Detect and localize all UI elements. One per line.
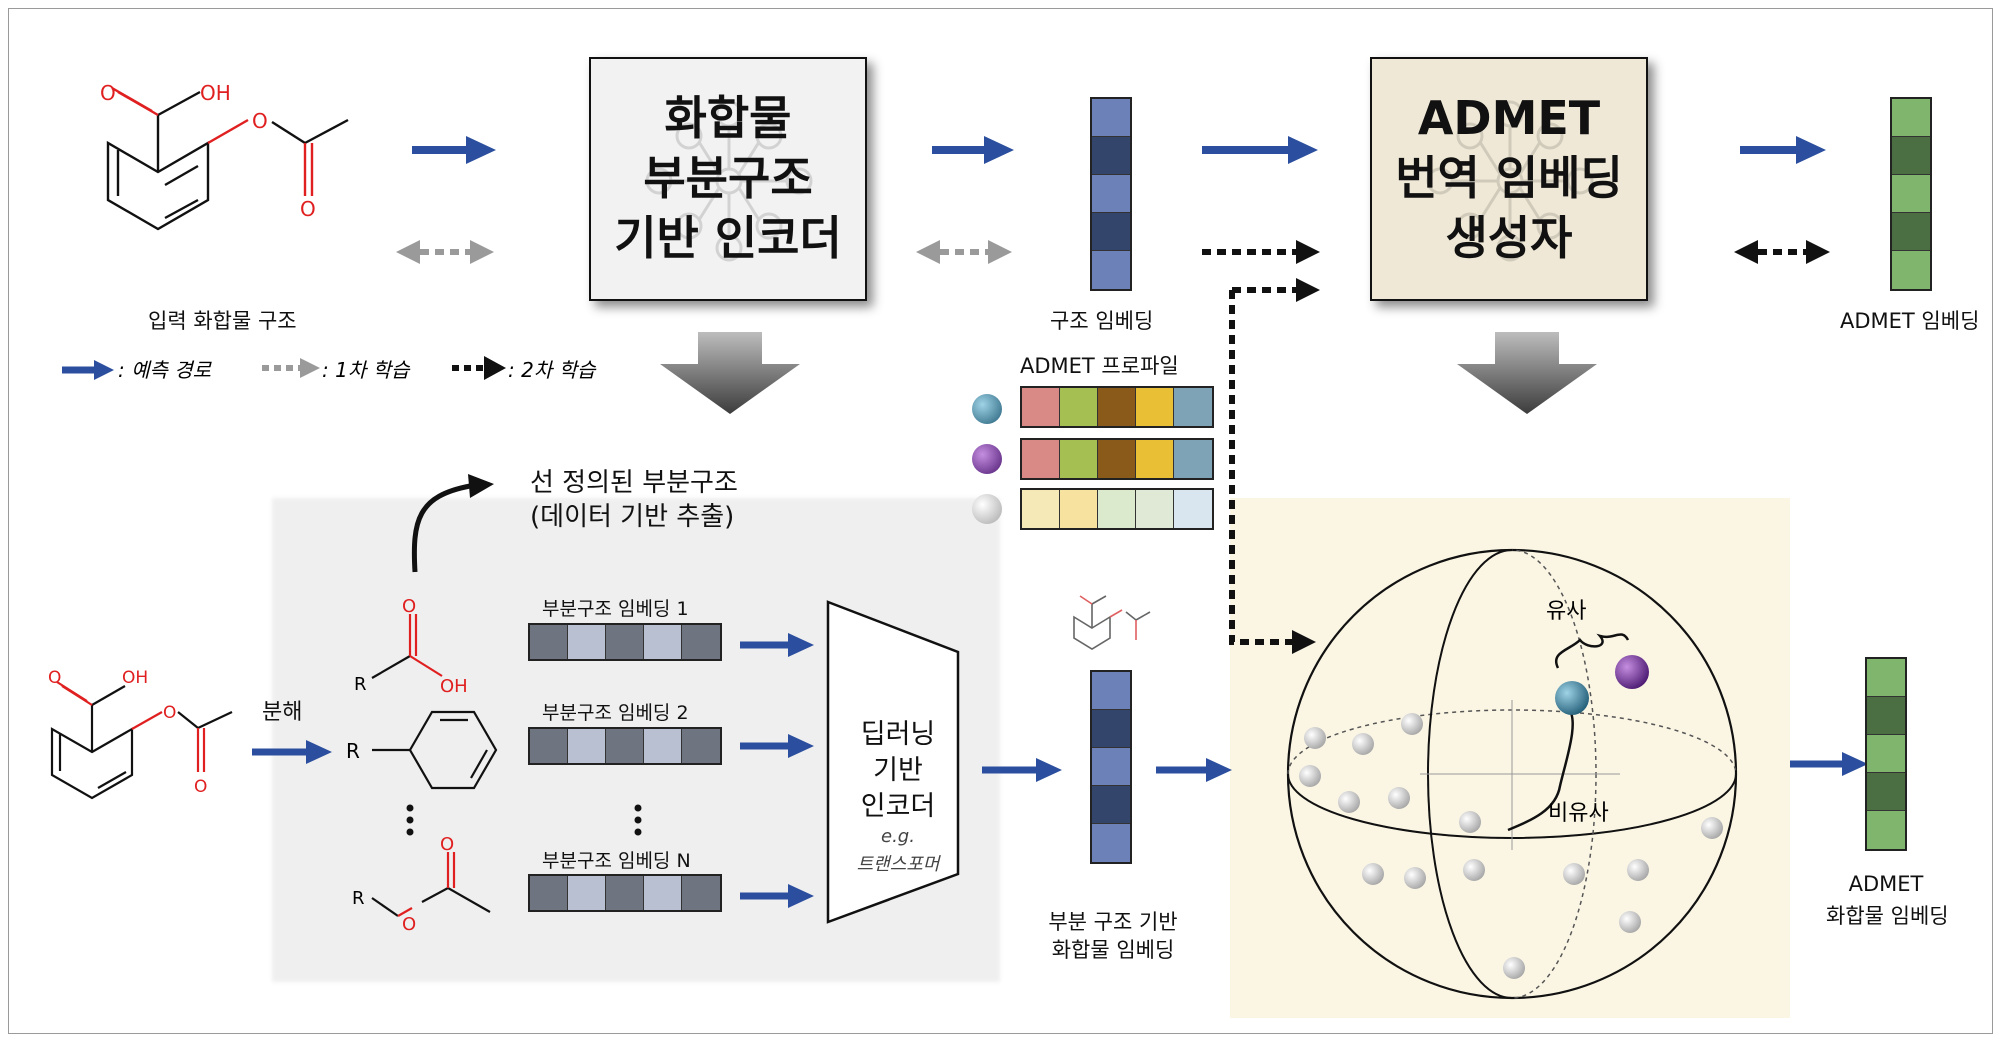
other-compound-balls bbox=[1299, 713, 1723, 979]
admet-embedding-vector bbox=[1890, 97, 1932, 291]
small-molecule bbox=[1073, 595, 1151, 650]
predefined-substructure-line2: (데이터 기반 추출) bbox=[530, 502, 735, 532]
dl-encoder-eg: e.g. bbox=[881, 826, 915, 847]
fragment1-hydroxyl: OH bbox=[440, 676, 468, 697]
substructure-embedding-bar-1 bbox=[528, 623, 722, 661]
fragment3-carbonyl-oxygen: O bbox=[440, 834, 454, 855]
predefined-arrow-head bbox=[468, 474, 494, 498]
decompose-oxygen-label: O bbox=[48, 668, 61, 688]
teal-compound-ball bbox=[972, 394, 1002, 424]
structure-embedding-label: 구조 임베딩 bbox=[1050, 309, 1154, 333]
input-compound-label: 입력 화합물 구조 bbox=[148, 309, 297, 333]
partial-embedding-line1: 부분 구조 기반 bbox=[1048, 910, 1178, 934]
decompose-ester-oxygen-label: O bbox=[163, 703, 176, 723]
substructure-embedding-bar-2 bbox=[528, 727, 722, 765]
legend-predict: : 예측 경로 bbox=[118, 358, 213, 382]
fragment3-r: R bbox=[352, 888, 365, 909]
admet-generator-box: ADMET 번역 임베딩 생성자 bbox=[1370, 57, 1648, 301]
legend-second: : 2차 학습 bbox=[508, 358, 597, 382]
decompose-molecule bbox=[50, 681, 233, 800]
admet-embedding-label: ADMET 임베딩 bbox=[1840, 309, 1980, 333]
fragment1-r: R bbox=[354, 674, 367, 695]
big-down-arrows bbox=[660, 332, 1597, 414]
deep-learning-encoder bbox=[826, 600, 960, 924]
dissimilar-brace bbox=[1507, 707, 1574, 832]
admet-compound-embedding-line2: 화합물 임베딩 bbox=[1826, 904, 1949, 928]
substructure-embedding-1-label: 부분구조 임베딩 1 bbox=[542, 598, 689, 620]
hydroxyl-label: OH bbox=[200, 81, 231, 105]
partial-compound-embedding-vector bbox=[1090, 670, 1132, 864]
decompose-carbonyl-oxygen-label: O bbox=[194, 777, 207, 797]
encoder-box-line2: 부분구조 bbox=[643, 151, 813, 206]
substructure-encoder-box: 화합물 부분구조 기반 인코더 bbox=[589, 57, 867, 301]
predefined-substructure-line1: 선 정의된 부분구조 bbox=[530, 468, 738, 498]
dl-encoder-transformer: 트랜스포머 bbox=[856, 854, 940, 875]
purple-compound-ball bbox=[972, 444, 1002, 474]
input-molecule bbox=[106, 86, 349, 231]
admet-box-line2: 번역 임베딩 bbox=[1395, 151, 1623, 206]
legend-first: : 1차 학습 bbox=[322, 358, 411, 382]
ester-oxygen-label: O bbox=[252, 109, 268, 133]
encoder-box-line1: 화합물 bbox=[664, 91, 792, 146]
admet-compound-embedding-vector bbox=[1865, 657, 1907, 851]
second-training-arrows bbox=[1202, 240, 1830, 654]
dl-encoder-line1: 딥러닝 bbox=[860, 719, 936, 750]
fragment2-r: R bbox=[346, 739, 360, 763]
admet-profile-row-2 bbox=[1020, 438, 1214, 480]
embedding-sphere bbox=[1286, 548, 1738, 1000]
admet-box-line1: ADMET bbox=[1417, 91, 1601, 146]
query-compound-ball bbox=[1555, 681, 1589, 715]
carbonyl-oxygen-label: O bbox=[300, 197, 316, 221]
decompose-arrow bbox=[252, 740, 332, 764]
fragment-phenyl bbox=[372, 710, 498, 790]
substructure-embedding-bar-n bbox=[528, 874, 722, 912]
encoder-box-line3: 기반 인코더 bbox=[614, 210, 842, 265]
similar-compound-ball bbox=[1615, 655, 1649, 689]
dissimilar-label: 비유사 bbox=[1548, 801, 1609, 826]
decompose-label: 분해 bbox=[262, 700, 303, 725]
partial-embedding-line2: 화합물 임베딩 bbox=[1051, 938, 1175, 962]
admet-profile-label: ADMET 프로파일 bbox=[1020, 354, 1179, 378]
similar-label: 유사 bbox=[1546, 599, 1586, 624]
embedding-space-panel bbox=[1230, 498, 1790, 1018]
admet-box-line3: 생성자 bbox=[1445, 210, 1573, 265]
predefined-curved-arrow bbox=[411, 483, 471, 573]
substructure-embedding-2-label: 부분구조 임베딩 2 bbox=[542, 702, 689, 724]
substructure-embedding-n-label: 부분구조 임베딩 N bbox=[542, 850, 691, 872]
substructure-arrows bbox=[740, 633, 1868, 908]
admet-profile-row-1 bbox=[1020, 386, 1214, 428]
dl-encoder-line2: 기반 bbox=[873, 755, 923, 786]
dl-encoder-line3: 인코더 bbox=[860, 791, 936, 822]
fragment3-ester-oxygen: O bbox=[402, 914, 416, 935]
structure-embedding-vector bbox=[1090, 97, 1132, 291]
fragment-carboxyl bbox=[371, 614, 443, 679]
fragment-ester bbox=[371, 852, 491, 917]
decompose-hydroxyl-label: OH bbox=[122, 668, 148, 688]
oxygen-label: O bbox=[100, 81, 116, 105]
fragment1-oxygen: O bbox=[402, 596, 416, 617]
legend: : 예측 경로 : 1차 학습 : 2차 학습 bbox=[62, 356, 597, 382]
first-training-arrows bbox=[396, 240, 1012, 264]
similar-brace bbox=[1554, 633, 1630, 669]
gray-compound-ball bbox=[972, 494, 1002, 524]
fragment-ellipsis bbox=[406, 804, 642, 836]
predict-arrows-top bbox=[412, 136, 1826, 164]
admet-profile-row-3 bbox=[1020, 488, 1214, 530]
admet-compound-embedding-line1: ADMET bbox=[1848, 872, 1924, 896]
